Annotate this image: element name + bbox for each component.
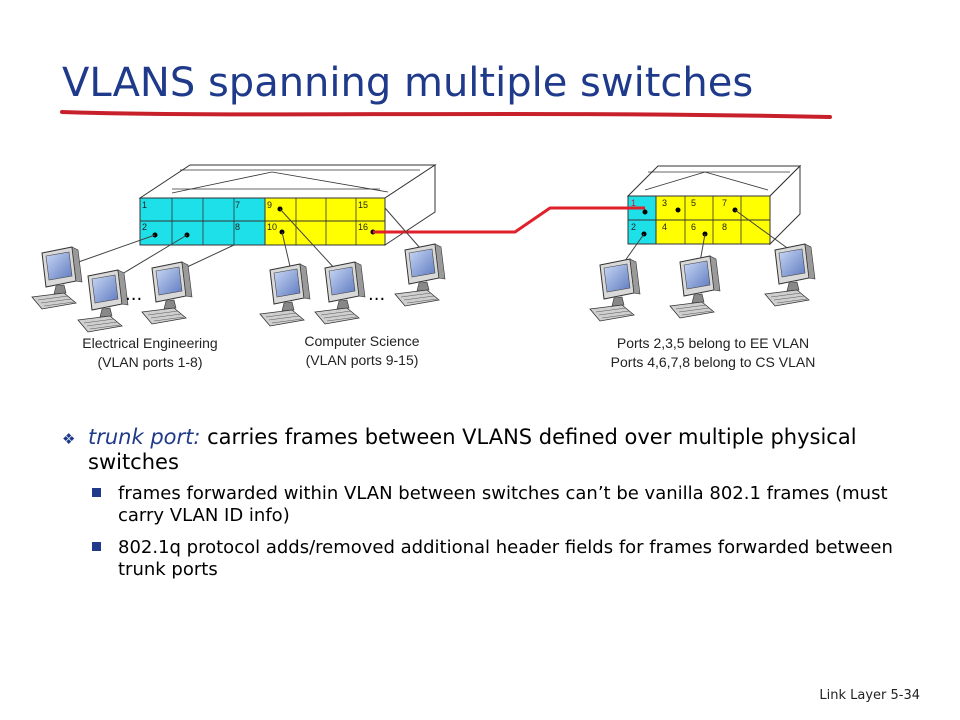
vlan-diagram: 1 7 9 15 2 8 10 16 1 3 5 7 2 <box>31 110 832 333</box>
bullet-text: carries frames between VLANS defined ove… <box>88 425 857 474</box>
trunk-link <box>373 206 645 234</box>
diamond-bullet-icon: ❖ <box>62 430 76 448</box>
port-label: 9 <box>267 200 272 210</box>
cables <box>69 207 791 281</box>
page-title: VLANS spanning multiple switches <box>62 60 754 106</box>
slide-footer: Link Layer 5-34 <box>819 688 920 703</box>
port-label: 8 <box>722 222 727 232</box>
caption-line: Ports 2,3,5 belong to EE VLAN <box>616 335 810 351</box>
computer-icon <box>764 243 816 307</box>
caption-line: Electrical Engineering <box>82 335 218 351</box>
ellipsis: ... <box>125 284 142 305</box>
caption-ports: Ports 2,3,5 belong to EE VLAN Ports 4,6,… <box>578 334 848 372</box>
caption-line: (VLAN ports 9-15) <box>305 352 419 368</box>
port-label: 2 <box>142 222 147 232</box>
port-label: 1 <box>142 200 147 210</box>
port-label: 5 <box>691 198 696 208</box>
computer-icon <box>31 246 83 310</box>
ellipsis: ... <box>368 284 385 305</box>
left-switch: 1 7 9 15 2 8 10 16 <box>138 164 437 246</box>
port-label: 7 <box>722 198 727 208</box>
square-bullet-icon <box>92 488 101 497</box>
port-label: 3 <box>662 198 667 208</box>
caption-line: (VLAN ports 1-8) <box>97 354 203 370</box>
computer-icon <box>259 263 311 327</box>
port-label: 10 <box>267 222 277 232</box>
computer-icon <box>589 258 641 322</box>
port-label: 6 <box>691 222 696 232</box>
bullet-text: frames forwarded within VLAN between swi… <box>118 483 888 526</box>
port-label: 4 <box>662 222 667 232</box>
caption-line: Computer Science <box>304 333 420 349</box>
port-label: 8 <box>235 222 240 232</box>
sub-bullet: 802.1q protocol adds/removed additional … <box>62 537 932 581</box>
port-label: 15 <box>358 200 368 210</box>
square-bullet-icon <box>92 542 101 551</box>
computer-icon <box>669 255 721 319</box>
port-label: 2 <box>631 222 636 232</box>
port-label: 16 <box>358 222 368 232</box>
bullet-text: 802.1q protocol adds/removed additional … <box>118 537 893 580</box>
computer-icon <box>77 269 129 333</box>
sub-bullet: frames forwarded within VLAN between swi… <box>62 483 932 527</box>
caption-ee: Electrical Engineering (VLAN ports 1-8) <box>40 334 260 372</box>
caption-cs: Computer Science (VLAN ports 9-15) <box>262 332 462 370</box>
caption-line: Ports 4,6,7,8 belong to CS VLAN <box>610 354 816 370</box>
port-label: 1 <box>631 198 636 208</box>
computer-icon <box>314 261 366 325</box>
bullet-trunk-port: ❖ trunk port: carries frames between VLA… <box>62 425 932 475</box>
right-switch: 1 3 5 7 2 4 6 8 <box>626 164 802 246</box>
bullet-list: ❖ trunk port: carries frames between VLA… <box>62 425 932 591</box>
computer-icon <box>141 261 193 325</box>
trunk-port-term: trunk port: <box>88 425 201 449</box>
port-label: 7 <box>235 200 240 210</box>
computer-icon <box>394 243 446 307</box>
title-underline <box>60 110 832 119</box>
